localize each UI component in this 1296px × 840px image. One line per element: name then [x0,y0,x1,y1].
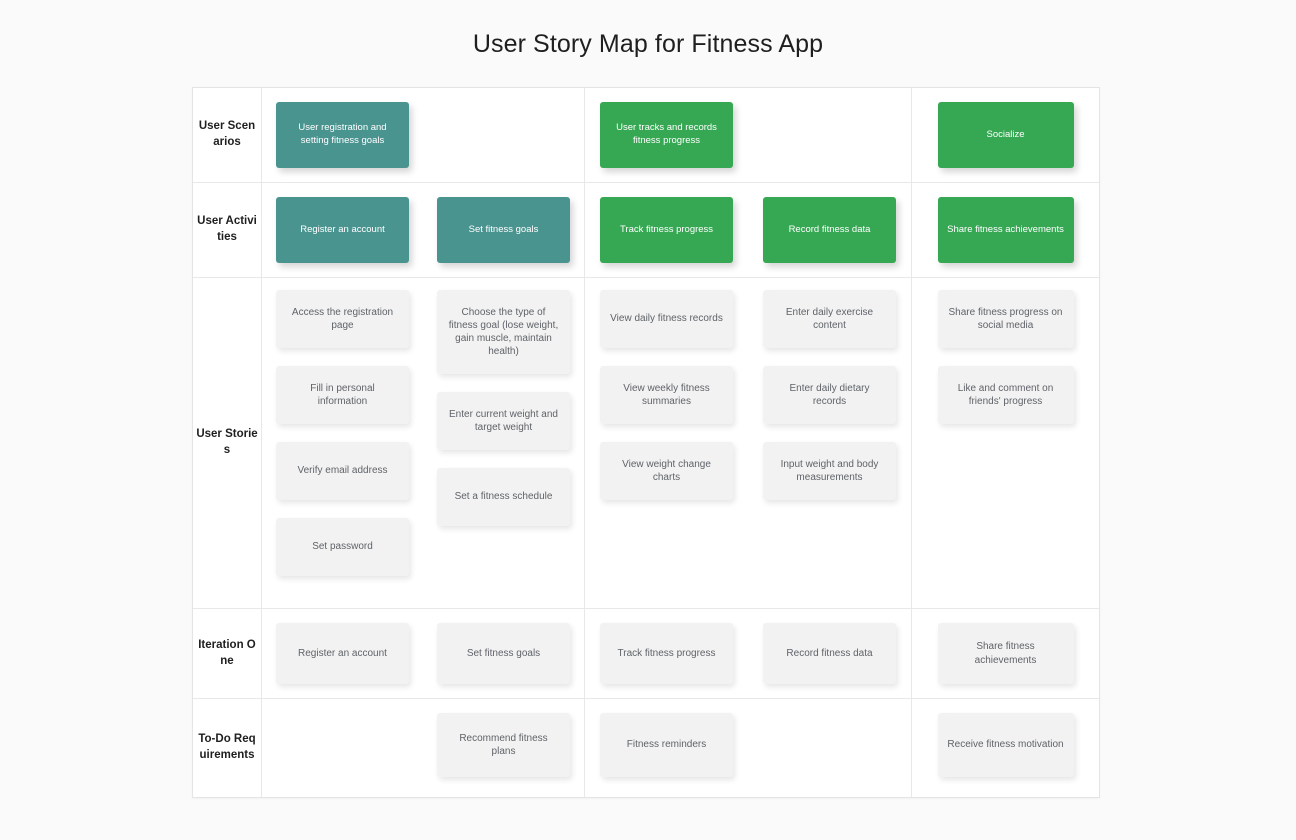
todo-cell-1 [262,699,423,797]
row-todo-requirements: To-Do Requirements Recommend fitness pla… [193,699,1099,797]
row-label-user-scenarios: User Scenarios [193,88,262,182]
story-cell-2: Choose the type of fitness goal (lose we… [423,278,584,608]
story-group-social: Share fitness progress on social media L… [912,278,1099,608]
iteration-cell-5: Share fitness achievements [912,609,1099,698]
row-body-user-stories: Access the registration page Fill in per… [262,278,1099,608]
story-card[interactable]: Enter current weight and target weight [437,392,570,450]
iteration-cell-4: Record fitness data [748,609,911,698]
story-card[interactable]: Enter daily exercise content [763,290,896,348]
activity-cell-3: Track fitness progress [585,183,748,277]
row-label-iteration-one: Iteration One [193,609,262,698]
activity-cell-4: Record fitness data [748,183,911,277]
scenario-cell-3: User tracks and records fitness progress [585,88,748,182]
iteration-cell-3: Track fitness progress [585,609,748,698]
story-cell-5: Share fitness progress on social media L… [912,278,1099,608]
activity-card-set-fitness-goals[interactable]: Set fitness goals [437,197,570,263]
todo-card-recommend-plans[interactable]: Recommend fitness plans [437,713,570,777]
story-card[interactable]: Share fitness progress on social media [937,290,1074,348]
story-card[interactable]: Fill in personal information [276,366,409,424]
row-label-todo-requirements: To-Do Requirements [193,699,262,797]
row-body-user-scenarios: User registration and setting fitness go… [262,88,1099,182]
story-cell-1: Access the registration page Fill in per… [262,278,423,608]
story-card[interactable]: Enter daily dietary records [763,366,896,424]
scenario-cell-5: Socialize [912,88,1099,182]
iteration-card-set-fitness-goals[interactable]: Set fitness goals [437,623,570,684]
story-cell-3: View daily fitness records View weekly f… [585,278,748,608]
story-cell-4: Enter daily exercise content Enter daily… [748,278,911,608]
todo-group-tracking: Fitness reminders [585,699,912,797]
scenario-group-registration: User registration and setting fitness go… [262,88,585,182]
iteration-card-track-progress[interactable]: Track fitness progress [600,623,733,684]
scenario-card-socialize[interactable]: Socialize [937,102,1074,168]
activity-group-tracking: Track fitness progress Record fitness da… [585,183,912,277]
activity-card-register-account[interactable]: Register an account [276,197,409,263]
story-card[interactable]: Like and comment on friends' progress [937,366,1074,424]
story-group-tracking: View daily fitness records View weekly f… [585,278,912,608]
activity-cell-2: Set fitness goals [423,183,584,277]
scenario-cell-2 [423,88,584,182]
row-body-todo-requirements: Recommend fitness plans Fitness reminder… [262,699,1099,797]
scenario-group-social: Socialize [912,88,1099,182]
story-group-registration: Access the registration page Fill in per… [262,278,585,608]
row-user-activities: User Activities Register an account Set … [193,183,1099,278]
todo-cell-2: Recommend fitness plans [423,699,584,797]
iteration-card-share-achievements[interactable]: Share fitness achievements [937,623,1074,684]
row-label-user-stories: User Stories [193,278,262,608]
page-title: User Story Map for Fitness App [472,30,824,58]
iteration-group-registration: Register an account Set fitness goals [262,609,585,698]
activity-group-registration: Register an account Set fitness goals [262,183,585,277]
story-map-board: User Scenarios User registration and set… [192,87,1100,798]
story-card[interactable]: Set password [276,518,409,576]
iteration-cell-2: Set fitness goals [423,609,584,698]
story-card[interactable]: View weekly fitness summaries [600,366,733,424]
story-card[interactable]: Input weight and body measurements [763,442,896,500]
todo-card-fitness-reminders[interactable]: Fitness reminders [600,713,733,777]
row-iteration-one: Iteration One Register an account Set fi… [193,609,1099,699]
todo-cell-4 [748,699,911,797]
iteration-card-record-data[interactable]: Record fitness data [763,623,896,684]
iteration-group-social: Share fitness achievements [912,609,1099,698]
activity-card-record-data[interactable]: Record fitness data [763,197,896,263]
activity-cell-1: Register an account [262,183,423,277]
row-user-stories: User Stories Access the registration pag… [193,278,1099,609]
activity-card-share-achievements[interactable]: Share fitness achievements [937,197,1074,263]
row-user-scenarios: User Scenarios User registration and set… [193,88,1099,183]
activity-cell-5: Share fitness achievements [912,183,1099,277]
row-body-iteration-one: Register an account Set fitness goals Tr… [262,609,1099,698]
activity-card-track-progress[interactable]: Track fitness progress [600,197,733,263]
story-card[interactable]: View daily fitness records [600,290,733,348]
iteration-group-tracking: Track fitness progress Record fitness da… [585,609,912,698]
todo-cell-5: Receive fitness motivation [912,699,1099,797]
story-card[interactable]: Choose the type of fitness goal (lose we… [437,290,570,374]
scenario-cell-4 [748,88,911,182]
todo-group-registration: Recommend fitness plans [262,699,585,797]
activity-group-social: Share fitness achievements [912,183,1099,277]
todo-group-social: Receive fitness motivation [912,699,1099,797]
row-body-user-activities: Register an account Set fitness goals Tr… [262,183,1099,277]
todo-card-receive-motivation[interactable]: Receive fitness motivation [937,713,1074,777]
todo-cell-3: Fitness reminders [585,699,748,797]
scenario-card-user-tracks[interactable]: User tracks and records fitness progress [600,102,733,168]
iteration-card-register-account[interactable]: Register an account [276,623,409,684]
story-card[interactable]: View weight change charts [600,442,733,500]
scenario-group-tracking: User tracks and records fitness progress [585,88,912,182]
story-card[interactable]: Verify email address [276,442,409,500]
story-card[interactable]: Set a fitness schedule [437,468,570,526]
row-label-user-activities: User Activities [193,183,262,277]
story-card[interactable]: Access the registration page [276,290,409,348]
iteration-cell-1: Register an account [262,609,423,698]
scenario-card-user-registration[interactable]: User registration and setting fitness go… [276,102,409,168]
scenario-cell-1: User registration and setting fitness go… [262,88,423,182]
